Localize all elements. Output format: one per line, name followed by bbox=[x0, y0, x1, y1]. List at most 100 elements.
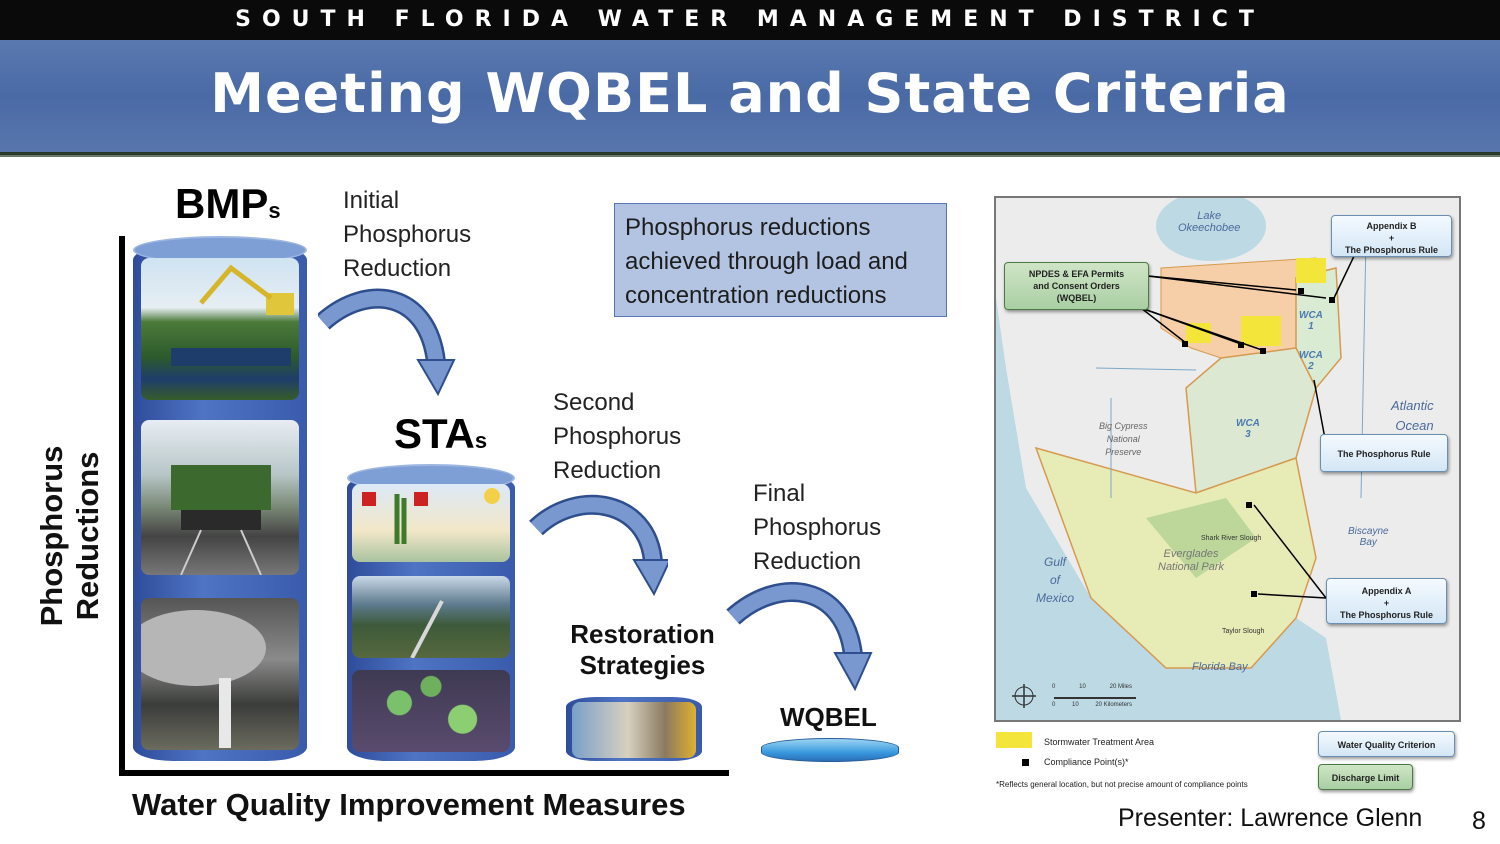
big-cypress-line: National bbox=[1106, 434, 1140, 444]
bmps-label: BMPs bbox=[175, 180, 281, 227]
wca3-line: WCA bbox=[1236, 418, 1260, 429]
step3-line: Phosphorus bbox=[753, 514, 882, 541]
step3-text: Final Phosphorus Reduction bbox=[753, 477, 881, 579]
gulf-line: Gulf bbox=[1044, 555, 1067, 569]
restoration-line: Restoration bbox=[570, 619, 715, 649]
scale-tick: 20 Kilometers bbox=[1095, 702, 1132, 708]
step1-line: Reduction bbox=[343, 255, 452, 282]
scale-tick: 10 bbox=[1071, 702, 1079, 708]
wca3-line: 3 bbox=[1245, 429, 1251, 440]
construction-photo bbox=[572, 702, 696, 758]
reduction-note: Phosphorus reductions achieved through l… bbox=[614, 203, 947, 317]
compliance-legend-marker bbox=[1022, 759, 1029, 766]
discharge-limit-key: Discharge Limit bbox=[1318, 764, 1413, 790]
page-number: 8 bbox=[1472, 807, 1486, 835]
title-banner: Meeting WQBEL and State Criteria bbox=[0, 40, 1500, 155]
wca2-line: 2 bbox=[1308, 361, 1314, 372]
y-axis bbox=[119, 236, 125, 776]
sta-legend-swatch bbox=[996, 732, 1032, 748]
npdes-line: and Consent Orders bbox=[1033, 281, 1120, 291]
step1-line: Initial bbox=[343, 187, 400, 214]
lake-line: Lake bbox=[1197, 210, 1222, 222]
everglades-line: Everglades bbox=[1163, 548, 1219, 560]
wca2-line: WCA bbox=[1299, 350, 1323, 361]
appendix-a-line: The Phosphorus Rule bbox=[1339, 610, 1433, 620]
atlantic-line: Atlantic bbox=[1391, 398, 1434, 413]
water-quality-criterion-key: Water Quality Criterion bbox=[1318, 731, 1455, 757]
x-axis-label: Water Quality Improvement Measures bbox=[132, 787, 686, 822]
sta-aerial-photo bbox=[352, 576, 510, 658]
scale-tick: 0 bbox=[1052, 702, 1056, 708]
appendix-b-callout: Appendix B + The Phosphorus Rule bbox=[1331, 215, 1452, 257]
stas-label: STAs bbox=[394, 410, 488, 457]
scale-tick: 10 bbox=[1079, 684, 1086, 690]
lake-line: Okeechobee bbox=[1178, 222, 1241, 234]
planter-photo bbox=[141, 420, 299, 575]
arrow-second bbox=[529, 494, 668, 597]
appendix-b-line: Appendix B bbox=[1366, 221, 1417, 231]
scale-km: 0 10 20 Kilometers bbox=[1052, 702, 1132, 708]
wqbel-water-disc bbox=[761, 738, 899, 762]
wca1-line: 1 bbox=[1308, 321, 1314, 332]
excavator-photo bbox=[141, 258, 299, 400]
x-axis bbox=[119, 770, 729, 776]
appendix-a-line: Appendix A bbox=[1361, 586, 1412, 596]
y-axis-label: Phosphorus Reductions bbox=[34, 445, 105, 627]
restoration-line: Strategies bbox=[579, 650, 706, 680]
appendix-a-callout: Appendix A + The Phosphorus Rule bbox=[1326, 578, 1447, 624]
atlantic-line: Ocean bbox=[1395, 418, 1434, 433]
taylor-slough-label: Taylor Slough bbox=[1222, 628, 1265, 635]
org-header: SOUTH FLORIDA WATER MANAGEMENT DISTRICT bbox=[0, 0, 1500, 40]
compliance-legend-label: Compliance Point(s)* bbox=[1044, 757, 1129, 767]
sta-diagram-image bbox=[352, 484, 510, 562]
arrow-initial bbox=[318, 288, 456, 397]
divider bbox=[0, 155, 1500, 157]
step1-text: Initial Phosphorus Reduction bbox=[343, 184, 471, 286]
npdes-line: NPDES & EFA Permits bbox=[1028, 269, 1125, 279]
biscayne-line: Bay bbox=[1359, 537, 1377, 548]
legend-footnote: *Reflects general location, but not prec… bbox=[996, 780, 1248, 789]
arrow-final bbox=[726, 582, 873, 692]
gulf-line: Mexico bbox=[1036, 591, 1075, 605]
step3-line: Final bbox=[753, 480, 806, 507]
florida-bay-label: Florida Bay bbox=[1192, 661, 1248, 673]
wca1-line: WCA bbox=[1299, 310, 1323, 321]
culvert-photo bbox=[141, 598, 299, 750]
biscayne-line: Biscayne bbox=[1348, 526, 1389, 537]
step2-line: Second bbox=[553, 389, 635, 416]
appendix-a-line: + bbox=[1383, 598, 1390, 608]
npdes-callout: NPDES & EFA Permits and Consent Orders (… bbox=[1004, 262, 1149, 310]
step2-line: Phosphorus bbox=[553, 423, 682, 450]
restoration-label: Restoration Strategies bbox=[555, 619, 730, 681]
lily-pads-photo bbox=[352, 670, 510, 752]
slide-title: Meeting WQBEL and State Criteria bbox=[210, 62, 1290, 125]
big-cypress-line: Preserve bbox=[1105, 447, 1142, 457]
step3-line: Reduction bbox=[753, 548, 862, 575]
shark-river-label: Shark River Slough bbox=[1201, 535, 1262, 542]
gulf-line: of bbox=[1050, 573, 1061, 587]
sta-legend-label: Stormwater Treatment Area bbox=[1044, 737, 1155, 747]
step2-line: Reduction bbox=[553, 457, 662, 484]
everglades-line: National Park bbox=[1158, 561, 1225, 573]
scale-tick: 20 Miles bbox=[1109, 684, 1132, 690]
appendix-b-line: + bbox=[1388, 233, 1395, 243]
phosphorus-rule-callout: The Phosphorus Rule bbox=[1320, 434, 1448, 472]
scale-tick: 0 bbox=[1052, 684, 1056, 690]
step2-text: Second Phosphorus Reduction bbox=[553, 386, 681, 488]
wqbel-label: WQBEL bbox=[780, 702, 877, 732]
scale-miles: 0 10 20 Miles bbox=[1052, 684, 1132, 690]
npdes-line: (WQBEL) bbox=[1056, 293, 1097, 303]
appendix-b-line: The Phosphorus Rule bbox=[1344, 245, 1438, 255]
presenter: Presenter: Lawrence Glenn bbox=[1118, 804, 1423, 832]
big-cypress-line: Big Cypress bbox=[1099, 421, 1148, 431]
step1-line: Phosphorus bbox=[343, 221, 472, 248]
